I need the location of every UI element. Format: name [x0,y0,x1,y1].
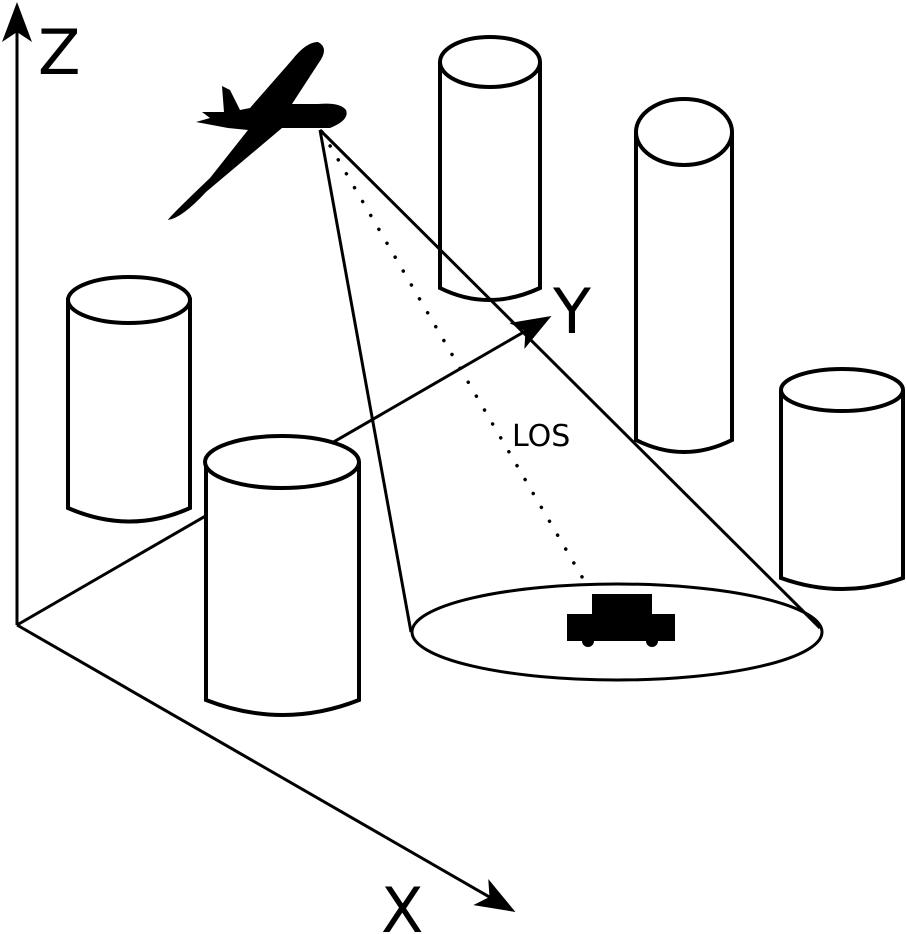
x-axis [16,623,516,912]
building-back-center [438,35,542,302]
cone-edge-left [318,129,413,633]
x-axis-label: X [381,874,423,934]
building-right [779,367,905,591]
line-of-sight [320,130,587,584]
building-front [203,434,361,717]
los-label: LOS [512,419,570,454]
building-back-left [66,275,192,524]
footprint-ellipse [410,582,824,682]
sensor-footprint [318,128,824,682]
cone-edge-right [318,128,822,630]
coordinate-axes [1,2,516,912]
z-axis-label: Z [38,16,80,89]
aircraft-icon [168,42,347,220]
y-axis-label: Y [552,275,591,348]
building-back-right [634,97,734,454]
vehicle-icon [567,594,675,647]
